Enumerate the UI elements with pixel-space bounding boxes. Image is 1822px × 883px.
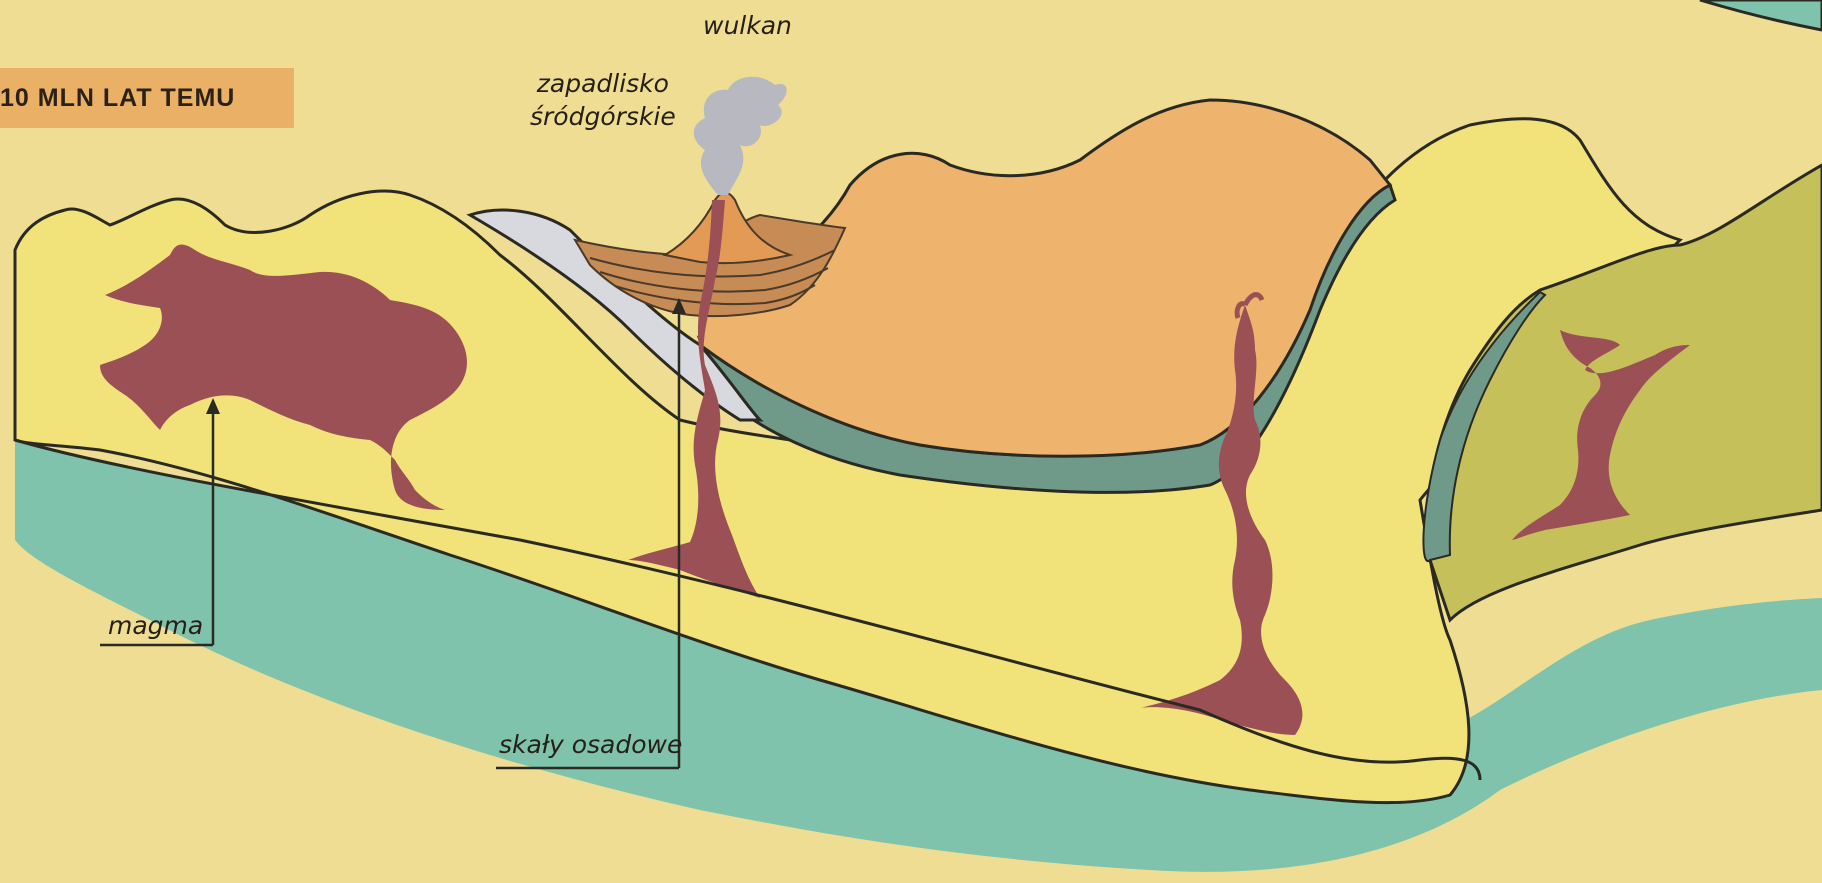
teal-corner-top-right — [1700, 0, 1822, 30]
label-intermontane-basin-line2: śródgórskie — [530, 101, 676, 134]
label-magma: magma — [108, 610, 203, 643]
label-intermontane-basin: zapadlisko śródgórskie — [530, 68, 676, 133]
label-intermontane-basin-line1: zapadlisko — [530, 68, 676, 101]
label-volcano: wulkan — [703, 10, 792, 43]
volcano-smoke — [694, 77, 787, 195]
time-badge-text: 10 MLN LAT TEMU — [0, 84, 235, 113]
label-sedimentary-rocks: skały osadowe — [499, 729, 682, 762]
time-badge: 10 MLN LAT TEMU — [0, 68, 294, 128]
